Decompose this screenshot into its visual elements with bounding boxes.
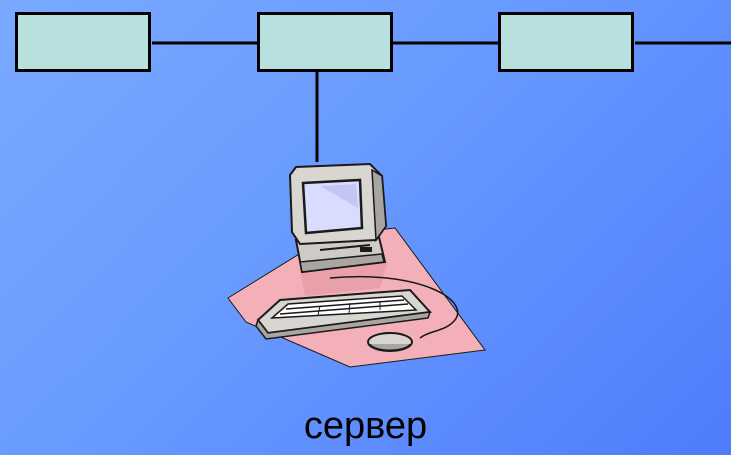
mouse — [367, 332, 413, 352]
keyboard — [255, 288, 433, 340]
network-node-2 — [257, 12, 393, 72]
network-node-1 — [15, 12, 151, 72]
server-label: сервер — [303, 405, 428, 447]
network-node-3 — [498, 12, 634, 72]
computer-icon — [227, 162, 486, 368]
